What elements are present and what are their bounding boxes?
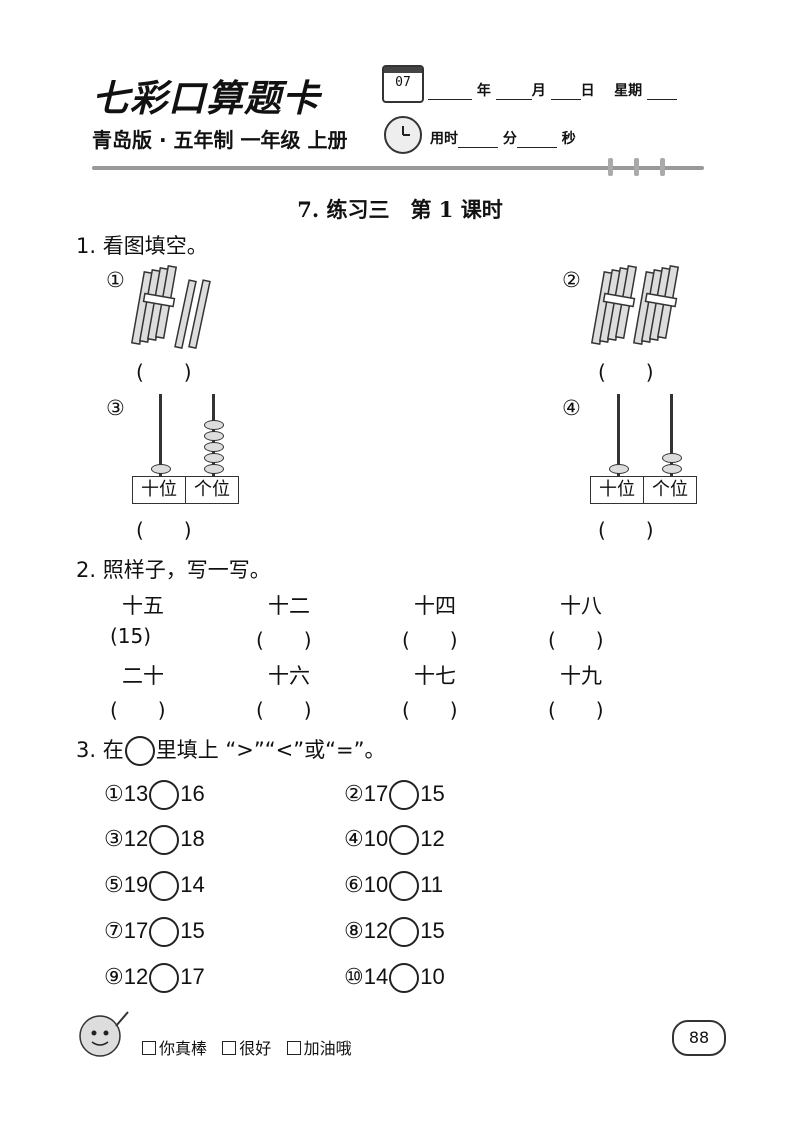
q1-item3-answer[interactable]: ( ) <box>136 518 192 542</box>
q2-answer[interactable]: ( ) <box>548 698 604 722</box>
checkbox[interactable] <box>222 1041 237 1055</box>
stick-bundle-icon <box>130 264 211 349</box>
q2-word: 十八 <box>560 594 602 618</box>
lesson-title: 7. 练习三 第 1 课时 <box>297 197 503 222</box>
answer-circle[interactable] <box>389 871 420 901</box>
q1-item2-answer[interactable]: ( ) <box>598 360 654 384</box>
q1-item3-number: ③ <box>106 396 125 420</box>
header-divider <box>92 166 704 170</box>
answer-circle[interactable] <box>149 825 180 855</box>
q2-answer[interactable]: ( ) <box>402 698 458 722</box>
q1-item4-number: ④ <box>562 396 581 420</box>
stick-bundles-icon <box>590 264 680 346</box>
checkbox[interactable] <box>142 1041 156 1055</box>
minutes-label: 分 <box>502 131 517 147</box>
answer-circle[interactable] <box>389 825 420 855</box>
answer-circle[interactable] <box>149 871 180 901</box>
q1-item2-number: ② <box>562 268 581 292</box>
circle-icon <box>124 736 155 766</box>
clock-icon <box>384 116 422 154</box>
option-keep-going: 加油哦 <box>303 1039 352 1058</box>
q3-title-pre: 3. 在 <box>76 738 124 762</box>
q2-answer: (15) <box>110 624 152 648</box>
ones-label: 个位 <box>643 477 696 503</box>
calendar-icon: 07 <box>382 65 424 103</box>
abacus-4: 十位 个位 <box>590 394 700 506</box>
time-used-label: 用时 <box>430 131 458 147</box>
date-line: 年 月 日 星期 <box>428 80 677 100</box>
q2-word: 十四 <box>414 594 456 618</box>
q3-title-post: 里填上 “>”“<”或“=”。 <box>155 738 386 762</box>
option-great: 你真棒 <box>159 1039 208 1058</box>
q2-word: 十二 <box>268 594 310 618</box>
page-number: 88 <box>672 1020 726 1056</box>
self-evaluation: 你真棒 很好 加油哦 <box>142 1035 352 1059</box>
q2-title: 2. 照样子，写一写。 <box>76 558 271 582</box>
q2-answer[interactable]: ( ) <box>402 628 458 652</box>
answer-circle[interactable] <box>149 917 180 947</box>
q1-item1-answer[interactable]: ( ) <box>136 360 192 384</box>
q2-answer[interactable]: ( ) <box>256 628 312 652</box>
answer-circle[interactable] <box>389 780 420 810</box>
seconds-label: 秒 <box>561 131 576 147</box>
time-used-line: 用时 分 秒 <box>430 128 576 148</box>
q2-word: 二十 <box>122 664 164 688</box>
mascot-icon <box>79 1011 129 1057</box>
binder-pin-icon <box>660 158 665 176</box>
q1-title: 1. 看图填空。 <box>76 234 208 258</box>
month-label: 月 <box>531 83 546 99</box>
abacus-3: 十位 个位 <box>132 394 242 506</box>
q2-answer[interactable]: ( ) <box>548 628 604 652</box>
tens-label: 十位 <box>599 479 635 500</box>
day-label: 日 <box>580 83 595 99</box>
q2-word: 十五 <box>122 594 164 618</box>
q1-item1-number: ① <box>106 268 125 292</box>
binder-pin-icon <box>608 158 613 176</box>
q2-answer[interactable]: ( ) <box>256 698 312 722</box>
option-good: 很好 <box>239 1039 272 1058</box>
q3-title: 3. 在 里填上 “>”“<”或“=”。 <box>76 734 385 766</box>
q2-answer[interactable]: ( ) <box>110 698 166 722</box>
q1-item4-answer[interactable]: ( ) <box>598 518 654 542</box>
calendar-day: 07 <box>395 75 411 90</box>
q2-word: 十七 <box>414 664 456 688</box>
answer-circle[interactable] <box>149 963 180 993</box>
answer-circle[interactable] <box>149 780 180 810</box>
checkbox[interactable] <box>286 1041 301 1055</box>
ones-label: 个位 <box>185 477 238 503</box>
brand-title: 七彩口算题卡 <box>92 76 320 120</box>
tens-label: 十位 <box>141 479 177 500</box>
year-label: 年 <box>476 83 491 99</box>
answer-circle[interactable] <box>389 917 420 947</box>
answer-circle[interactable] <box>389 963 420 993</box>
q2-word: 十九 <box>560 664 602 688</box>
edition-label: 青岛版 · 五年制 一年级 上册 <box>92 128 348 152</box>
weekday-label: 星期 <box>614 83 643 99</box>
q2-word: 十六 <box>268 664 310 688</box>
binder-pin-icon <box>634 158 639 176</box>
